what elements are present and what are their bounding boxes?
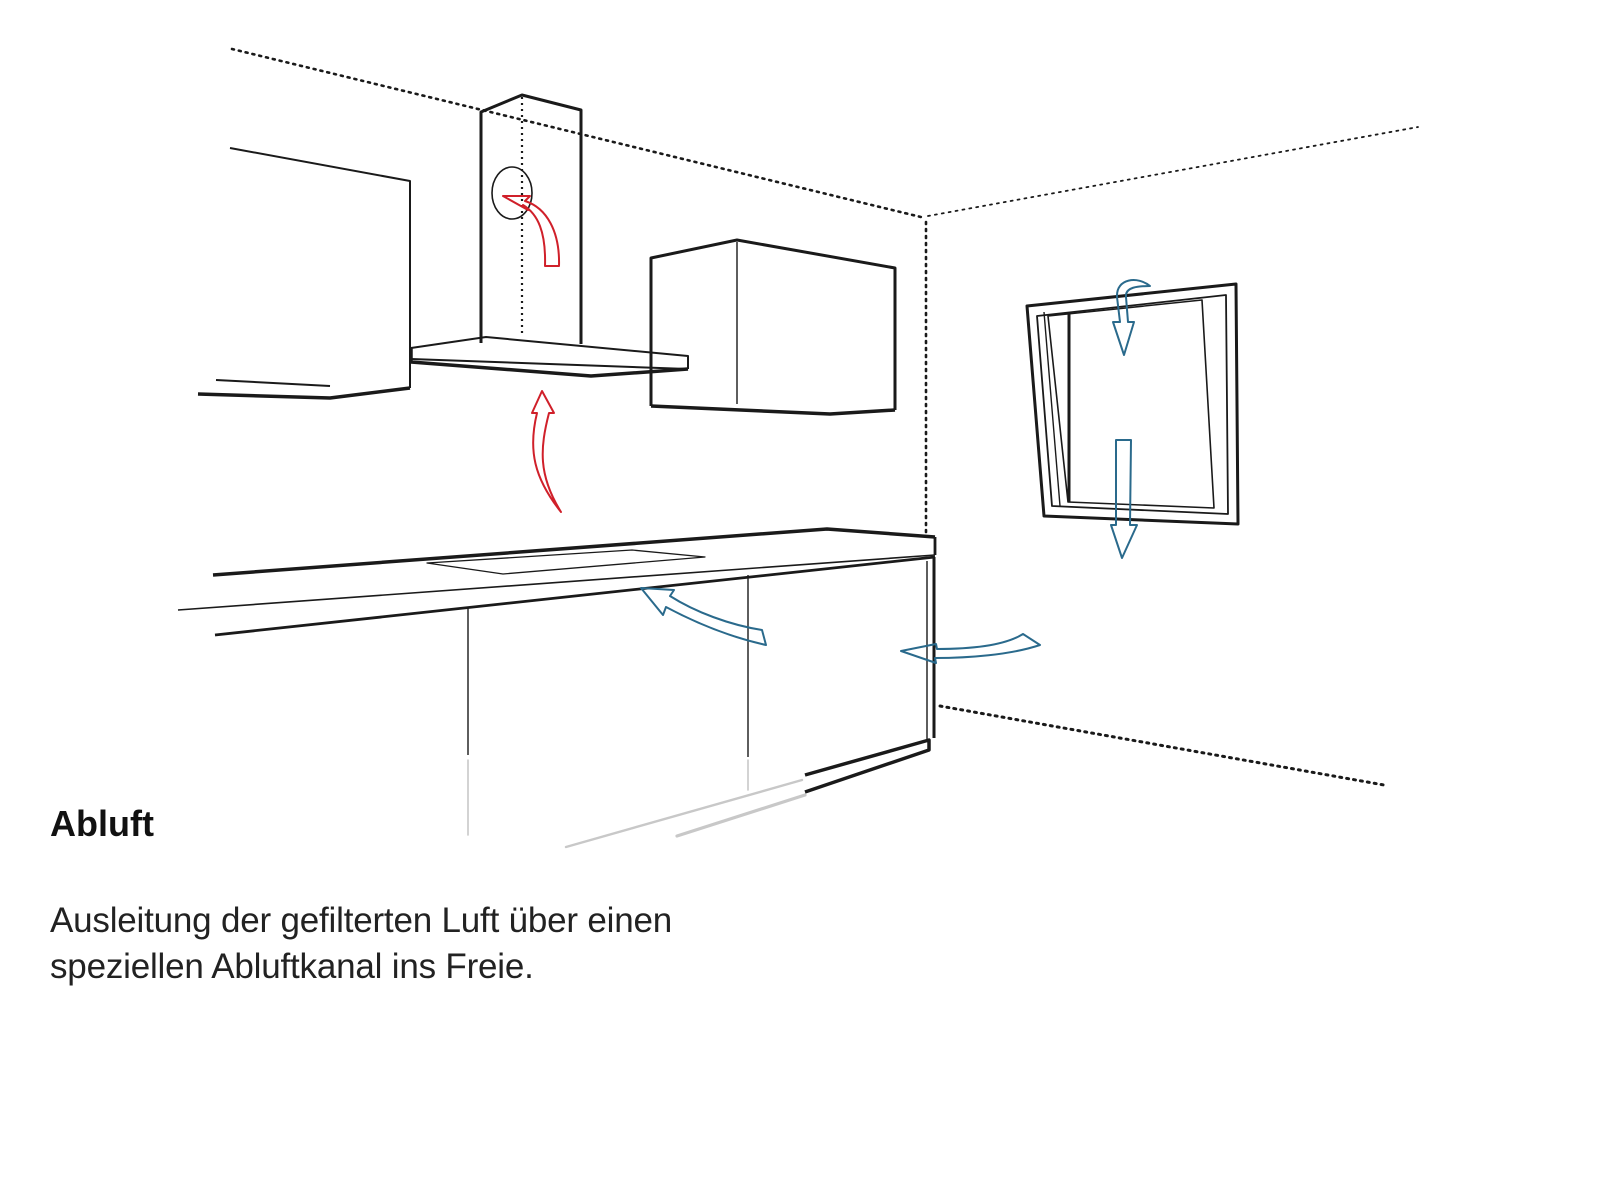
caption-title: Abluft	[50, 803, 154, 844]
counter-front-bottom	[214, 555, 936, 637]
blue-fresh-air-arrow-window-top	[1112, 279, 1151, 356]
cooktop	[426, 549, 706, 575]
floor-edge-right	[938, 704, 1386, 787]
ceiling-edge-right	[927, 126, 1419, 217]
supply-arrows	[640, 279, 1151, 664]
wall-cabinet-right	[649, 238, 897, 416]
wall-cabinet-left	[197, 147, 411, 400]
window-frame	[1025, 282, 1240, 526]
window-sash-outer	[1036, 294, 1229, 515]
plinth-right	[804, 738, 931, 794]
blue-fresh-air-arrow-floor	[900, 633, 1041, 664]
kitchen-counter	[177, 527, 937, 794]
floor-fade-lines	[467, 759, 807, 849]
exhaust-arrows	[502, 195, 562, 513]
blue-fresh-air-arrow-window-down	[1110, 439, 1138, 559]
window-sash-inner	[1047, 299, 1215, 509]
blue-fresh-air-arrow-counter	[640, 587, 767, 646]
ceiling-edge-left	[230, 47, 927, 220]
red-exhaust-arrow-duct	[502, 195, 561, 267]
counter-top-edge	[212, 527, 936, 577]
hood-canopy-bottom	[410, 358, 689, 370]
room-edges	[230, 47, 1419, 787]
window	[1025, 282, 1240, 526]
caption-description: Ausleitung der gefilterten Luft über ein…	[50, 901, 673, 986]
hood-canopy-edge	[409, 348, 689, 378]
hood-chimney	[479, 93, 583, 344]
counter-front-top	[177, 554, 936, 611]
duct-opening-circle	[491, 166, 533, 220]
hood-canopy	[410, 336, 689, 369]
chimney-hood	[409, 93, 689, 378]
red-exhaust-arrow-up	[531, 390, 562, 513]
